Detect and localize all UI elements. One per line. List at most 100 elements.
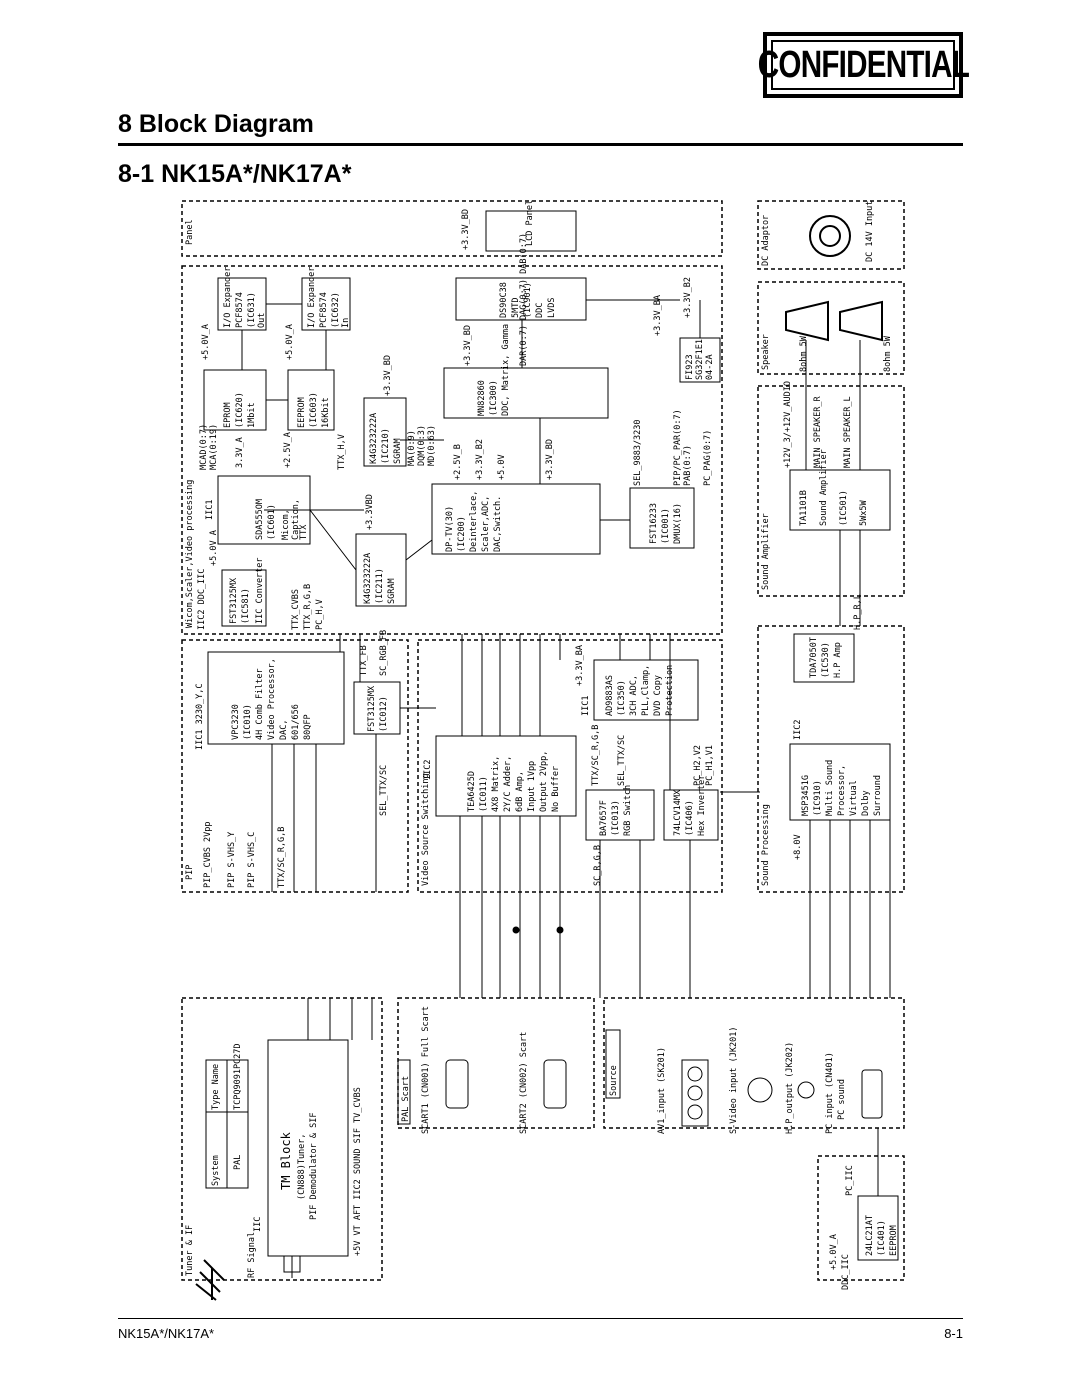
hp-label: H.P_output (JK202) <box>785 1042 795 1134</box>
sound-amp-region <box>757 385 905 597</box>
vpc3230-block <box>207 651 345 745</box>
junction-dot <box>512 926 520 934</box>
pip-sig4: TTX/SC_R,G,B <box>277 827 287 888</box>
tda7050-block <box>793 633 855 683</box>
fst3125-ic012-block <box>353 681 401 735</box>
vpc-desc2: Video Processor, <box>267 658 277 740</box>
diagram-labels: Panel LCD Panel +3.3V_BD Wicom,Scaler,Vi… <box>185 200 899 1290</box>
ioexp1-name: I/O Expander <box>223 267 233 328</box>
tuner-rf: RF Signal <box>247 1232 257 1278</box>
title-rule <box>118 143 963 146</box>
ba-chip: BA7657F <box>599 800 609 836</box>
svideo-jack <box>747 1077 773 1103</box>
footer-page: 8-1 <box>944 1326 963 1341</box>
mn-desc: DDC, Matrix, Gamma <box>501 324 511 416</box>
msp-desc3: Virtual <box>849 780 859 816</box>
tea6425-block <box>435 735 577 817</box>
sgram1-sig3: MD(0:63) <box>427 425 437 466</box>
eprom-ref: (IC620) <box>235 392 245 428</box>
fst16-sig2: PIP/PC_PAR(0:7) <box>673 409 683 486</box>
eeprom-rail: +2.5V_A <box>283 432 293 468</box>
speaker-r-icon <box>785 300 829 342</box>
fst16233-block <box>629 487 695 549</box>
ba-sig3: SC_R,G,B <box>593 845 603 886</box>
sgram1-chip: K4G323222A <box>369 413 379 464</box>
fst16-ref: (IC001) <box>661 508 671 544</box>
tea-bus: IIC2 <box>423 760 433 780</box>
tda-chip: TDA7050T <box>809 637 819 678</box>
av1-jack-r <box>687 1104 703 1120</box>
ds90-rail: +3.3V_B2 <box>683 277 693 318</box>
ba-ref: (IC013) <box>611 800 621 836</box>
tuner-region <box>181 997 383 1281</box>
sgram2-type: SGRAM <box>387 578 397 604</box>
ddc-sig: PC_IIC <box>845 1165 855 1196</box>
dc-adaptor-label: DC Adaptor <box>761 215 771 266</box>
sda-desc1: Micom, <box>281 509 291 540</box>
tm-desc: PIF Demodulator & SIF <box>309 1113 319 1220</box>
dptv-ref: (IC200) <box>457 516 467 552</box>
ba-sig2: SEL_TTX/SC <box>617 735 627 786</box>
scart-label: PAL Scart <box>401 1076 411 1122</box>
vpc-chip: VPC3230 <box>231 704 241 740</box>
conv-desc: IIC Converter <box>255 557 265 624</box>
conv-sig2: TTX_R,G,B <box>303 584 313 630</box>
sound-amp-label: Sound Amplifier <box>761 513 771 590</box>
msp-desc1: Multi Sound <box>825 760 835 816</box>
scart-region <box>397 997 595 1129</box>
panel-region <box>181 200 723 257</box>
fi-desc: 04-2A <box>705 354 715 380</box>
fst16-sig4: PC_PAG(0:7) <box>703 430 713 486</box>
conv-ref: (IC581) <box>241 588 251 624</box>
ddc-ref: (IC401) <box>877 1220 887 1256</box>
ioexp2-mode: In <box>341 318 351 328</box>
msp-ref: (IC910) <box>813 780 823 816</box>
pc-input-connector <box>861 1069 883 1119</box>
fst012-sig1: TTX_FB <box>359 645 369 676</box>
pal-scart-label-box <box>397 1059 411 1125</box>
sgram2-rail: +3.3VBD <box>365 494 375 530</box>
vpc-ref: (IC010) <box>243 704 253 740</box>
tea-chip: TEA6425D <box>467 771 477 812</box>
fi-rail: +3.3V_BA <box>653 295 663 336</box>
panel-rail: +3.3V_BD <box>461 209 471 250</box>
sda-bus: IIC1 <box>205 500 215 520</box>
fst16-sig3: PAB(0:7) <box>683 445 693 486</box>
sda-sig3: TTX_H,V <box>337 434 347 470</box>
ba-desc: RGB Switch <box>623 785 633 836</box>
ta1101b-power: 5Wx5W <box>859 500 869 526</box>
eprom-size: 1Mbit <box>247 402 257 428</box>
ad-chip: AD9883AS <box>605 675 615 716</box>
conv-rail: +5.0V_A <box>209 530 219 566</box>
source-label-box <box>605 1029 621 1099</box>
mn-sig: DAR(0:7) DAG(0:7) DAB(0:7) <box>519 233 529 366</box>
dptv-sig4: +3.3V_BD <box>545 439 555 480</box>
pip-label: PIP <box>185 865 195 880</box>
tm-ref: (CN888)Tuner, <box>297 1133 307 1200</box>
ds90-chip: DS90C38 <box>499 282 509 318</box>
speaker-l-icon <box>839 300 883 342</box>
tuner-bus: IIC <box>253 1217 263 1232</box>
video-switch-label: Video Source Switching <box>421 773 431 886</box>
ddc-rail: +5.0V_A <box>829 1234 839 1270</box>
dptv-desc2: Scaler,ADC, <box>481 496 491 552</box>
vpc-desc5: 80QFP <box>303 714 313 740</box>
eprom-name: EPROM <box>223 402 233 428</box>
stamp-inner-border <box>771 40 955 90</box>
dptv-sig2: +3.3V_B2 <box>475 439 485 480</box>
confidential-stamp: CONFIDENTIAL <box>757 32 969 98</box>
svideo-label: S-Video input (JK201) <box>729 1027 739 1134</box>
ta1101b-ref: (IC501) <box>839 490 849 526</box>
speaker-region <box>757 281 905 375</box>
dc-input-label: DC 14V Input <box>865 201 875 262</box>
mn-chip: MN82860 <box>477 380 487 416</box>
sgram-1-block <box>363 397 407 467</box>
ds90-desc1: 5MTD <box>511 298 521 318</box>
pc-label: PC input (CN401) <box>825 1052 835 1134</box>
ad-desc2: PLL,Clamp, <box>641 665 651 716</box>
pip-bus: IIC1 3230_Y,C <box>195 683 205 750</box>
dc-jack-outer <box>809 215 851 257</box>
eprom-rail: 3.3V_A <box>235 437 245 468</box>
pip-region <box>181 639 409 893</box>
